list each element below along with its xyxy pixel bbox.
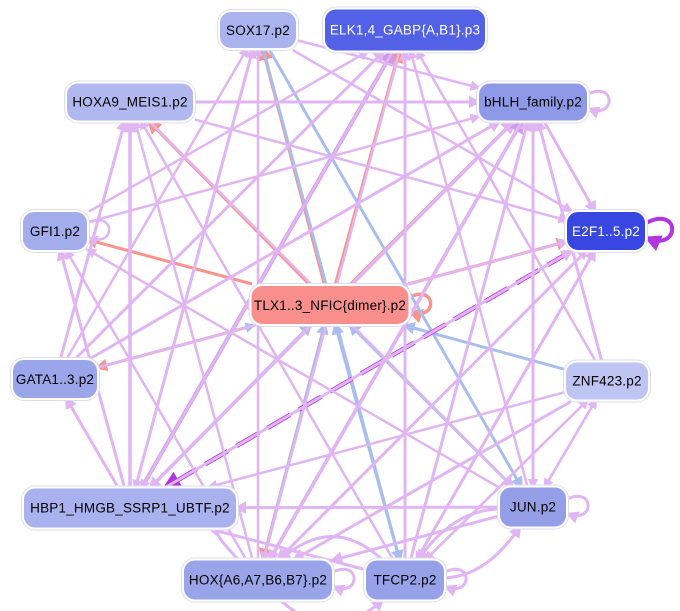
edge-znf423-tlx: [402, 322, 565, 371]
edge-bhlh-bhlh: [586, 90, 611, 119]
edge-jun-gfi1: [85, 248, 499, 488]
edge-hbp1-e2f1: [166, 249, 574, 488]
edge-znf423-hbp1: [206, 391, 565, 490]
edge-znf423-hox: [291, 400, 572, 561]
edge-znf423-tfcp2: [423, 400, 588, 562]
edge-znf423-jun: [543, 400, 597, 490]
edge-sox17-jun: [268, 49, 523, 490]
node-elk[interactable]: ELK1,4_GABP{A,B1}.p3: [323, 7, 487, 53]
edge-gfi1-gfi1: [87, 219, 111, 246]
edge-elk-hbp1: [140, 51, 394, 491]
edge-gata-elk: [75, 49, 386, 360]
edge-tfcp2-tfcp2: [443, 568, 468, 597]
node-jun[interactable]: JUN.p2: [498, 485, 568, 529]
node-bhlh[interactable]: bHLH_family.p2: [477, 81, 589, 123]
node-hbp1[interactable]: HBP1_HMGB_SSRP1_UBTF.p2: [22, 486, 238, 530]
node-hox[interactable]: HOX{A6,A7,B6,B7}.p2: [182, 558, 334, 602]
edge-hoxa9-e2f1: [194, 118, 569, 224]
edge-jun-hbp1: [233, 501, 499, 514]
edge-tlx-tlx: [407, 292, 433, 323]
node-tfcp2[interactable]: TFCP2.p2: [364, 558, 446, 602]
edge-e2f1-hox: [276, 250, 587, 562]
edge-sox17-e2f1: [291, 48, 574, 213]
node-hoxa9[interactable]: HOXA9_MEIS1.p2: [65, 81, 195, 123]
edge-e2f1-tfcp2: [415, 251, 595, 563]
edge-jun-hox: [329, 514, 499, 564]
node-gfi1[interactable]: GFI1.p2: [21, 210, 89, 252]
edge-jun-jun: [565, 495, 590, 524]
edge-tfcp2-hoxa9: [139, 118, 394, 560]
edge-tfcp2-bhlh: [409, 118, 532, 559]
node-gata[interactable]: GATA1..3.p2: [11, 358, 99, 400]
edge-tfcp2-jun: [445, 524, 522, 580]
edge-jun-tfcp2: [416, 507, 499, 563]
node-e2f1[interactable]: E2F1..5.p2: [565, 210, 647, 252]
node-znf423[interactable]: ZNF423.p2: [564, 360, 650, 402]
edge-bhlh-e2f1: [543, 121, 597, 214]
edge-gata-bhlh: [90, 120, 502, 360]
edge-sox17-bhlh: [297, 39, 481, 91]
edge-gfi1-bhlh: [88, 113, 481, 224]
edge-hox-tfcp2: [280, 598, 385, 611]
node-sox17[interactable]: SOX17.p2: [218, 10, 298, 50]
edge-e2f1-e2f1: [643, 216, 675, 251]
edge-bhlh-hox: [268, 121, 523, 563]
edge-tlx-gfi1: [84, 236, 253, 286]
edge-sox17-hbp1: [132, 49, 254, 491]
edge-hbp1-gata: [64, 396, 119, 488]
edge-tfcp2-hbp1: [207, 525, 365, 571]
node-tlx[interactable]: TLX1..3_NFIC{dimer}.p2: [249, 284, 411, 326]
edge-hox-hox: [331, 568, 356, 597]
